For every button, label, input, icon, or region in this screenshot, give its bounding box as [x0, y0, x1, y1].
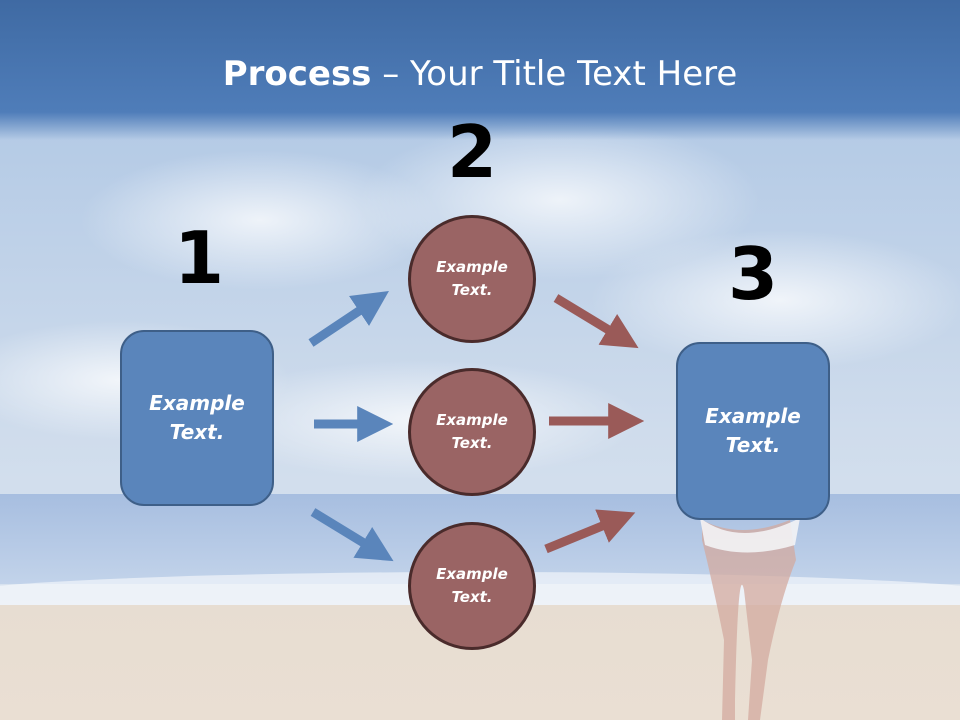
circle-bottom-label: Example Text.	[436, 565, 508, 606]
step-2-circle-bottom: Example Text.	[408, 522, 536, 650]
step-1-label: Example Text.	[149, 391, 245, 444]
title-rest: – Your Title Text Here	[371, 54, 738, 94]
step-number-1: 1	[173, 216, 225, 300]
step-3-box: Example Text.	[676, 342, 830, 520]
arrow-top-to-right	[553, 294, 639, 349]
arrow-bottom-to-right	[544, 509, 636, 554]
arrow-left-to-top	[308, 291, 389, 347]
step-number-2: 2	[446, 110, 498, 194]
circle-middle-label: Example Text.	[436, 411, 508, 452]
arrow-left-to-bottom	[310, 508, 394, 562]
step-2-circle-middle: Example Text.	[408, 368, 536, 496]
page-title: Process – Your Title Text Here	[0, 52, 960, 96]
step-2-circle-top: Example Text.	[408, 215, 536, 343]
title-band	[0, 0, 960, 140]
step-3-label: Example Text.	[705, 404, 801, 457]
step-number-3: 3	[727, 232, 779, 316]
title-bold: Process	[222, 54, 372, 94]
step-1-box: Example Text.	[120, 330, 274, 506]
circle-top-label: Example Text.	[436, 258, 508, 299]
